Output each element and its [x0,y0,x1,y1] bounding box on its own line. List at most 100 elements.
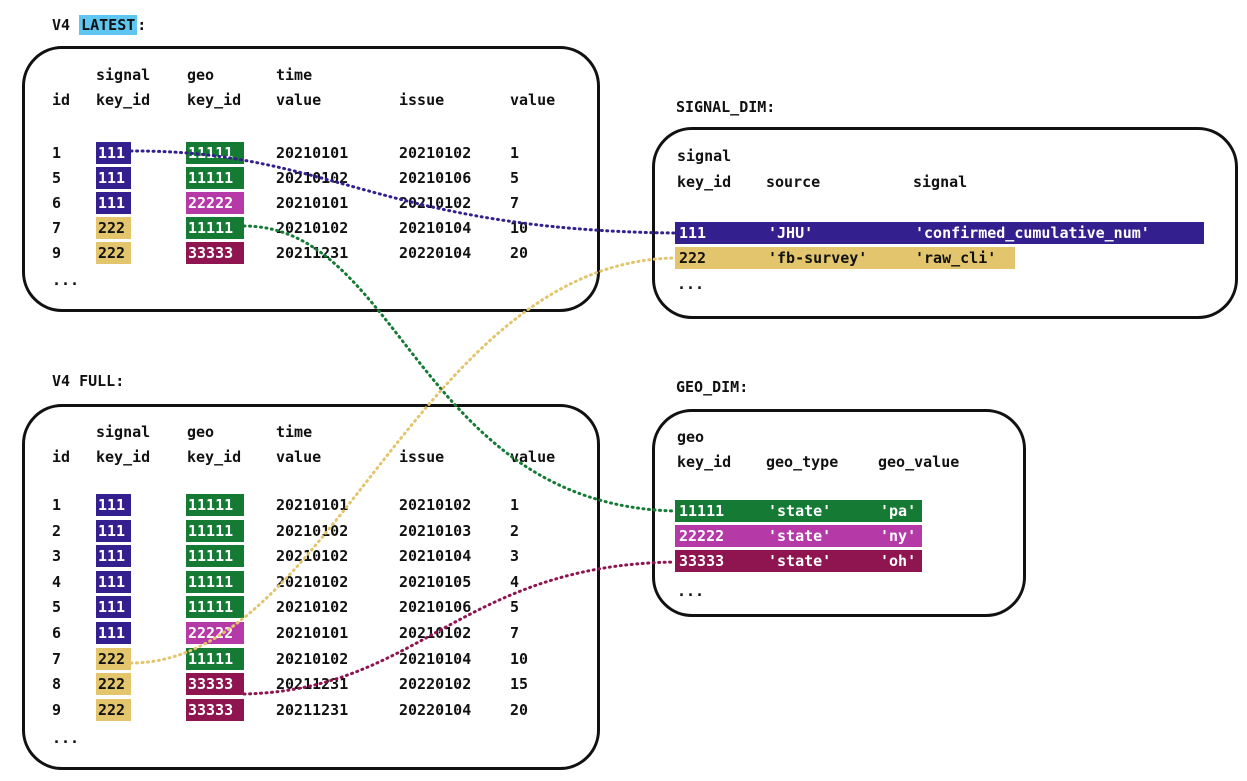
geo-dim-header-key-top: geo [677,428,705,446]
signal-key-cell: 111 [96,167,131,189]
time-value-cell: 20210101 [276,496,349,514]
issue-cell: 20210106 [399,169,472,187]
value-cell: 1 [510,144,520,162]
latest-header-id: id [52,91,71,109]
issue-cell: 20210102 [399,144,472,162]
value-cell: 10 [510,649,529,668]
time-value-cell: 20210102 [276,598,349,617]
signal-key-cell: 111 [96,570,131,593]
signal-dim-ellipsis: ... [677,275,705,293]
geo-dim-key-cell: 33333 [679,552,725,570]
row-id: 2 [52,521,62,540]
time-value-cell: 20210102 [276,521,349,540]
signal-key-cell: 111 [96,622,131,644]
geo-dim-row [675,550,922,572]
full-header-value: value [510,448,556,466]
issue-cell: 20220102 [399,675,472,694]
time-value-cell: 20211231 [276,675,349,694]
geo-key-cell: 11111 [186,167,244,189]
geo-key-cell: 11111 [186,142,244,164]
time-value-cell: 20211231 [276,700,349,719]
latest-header-geo-top: geo [187,66,215,84]
issue-cell: 20210105 [399,572,472,591]
full-header-signal-bottom: key_id [96,448,151,466]
geo-dim-title: GEO_DIM: [676,378,749,396]
latest-header-issue: issue [399,91,445,109]
geo-dim-header-geo-type: geo_type [766,453,839,471]
issue-cell: 20210103 [399,521,472,540]
issue-cell: 20210104 [399,547,472,566]
geo-dim-type-cell: 'state' [768,502,832,520]
value-cell: 20 [510,244,529,262]
signal-key-cell: 111 [96,494,131,516]
value-cell: 10 [510,219,529,237]
signal-dim-key-cell: 111 [679,224,707,242]
geo-dim-row [675,500,922,522]
time-value-cell: 20211231 [276,244,349,262]
row-id: 1 [52,496,62,514]
issue-cell: 20210106 [399,598,472,617]
latest-title-highlight: LATEST [79,15,138,35]
issue-cell: 20210104 [399,219,472,237]
issue-cell: 20220104 [399,700,472,719]
geo-key-cell: 11111 [186,647,244,670]
latest-table-title: V4 LATEST: [52,15,147,35]
row-id: 7 [52,219,62,237]
value-cell: 3 [510,547,520,566]
geo-key-cell: 33333 [186,673,244,696]
geo-dim-ellipsis: ... [677,582,705,600]
row-id: 3 [52,547,62,566]
time-value-cell: 20210102 [276,169,349,187]
signal-dim-title: SIGNAL_DIM: [676,98,776,116]
issue-cell: 20220104 [399,244,472,262]
row-id: 6 [52,194,62,212]
issue-cell: 20210102 [399,496,472,514]
geo-dim-value-cell: 'ny' [880,527,917,545]
geo-key-cell: 11111 [186,596,244,619]
time-value-cell: 20210101 [276,144,349,162]
issue-cell: 20210102 [399,194,472,212]
geo-dim-row [675,525,922,547]
time-value-cell: 20210101 [276,194,349,212]
row-id: 9 [52,700,62,719]
signal-dim-key-cell: 222 [679,249,707,267]
value-cell: 7 [510,624,520,642]
signal-key-cell: 222 [96,242,131,264]
full-ellipsis: ... [52,729,80,747]
signal-key-cell: 222 [96,647,131,670]
signal-dim-header-key-top: signal [677,147,732,165]
full-header-issue: issue [399,448,445,466]
signal-key-cell: 222 [96,698,131,721]
signal-dim-header-source: source [766,173,821,191]
value-cell: 5 [510,598,520,617]
signal-dim-row [675,222,1204,244]
latest-header-signal-top: signal [96,66,151,84]
geo-key-cell: 22222 [186,622,244,644]
signal-key-cell: 111 [96,192,131,214]
value-cell: 2 [510,521,520,540]
latest-header-geo-bottom: key_id [187,91,242,109]
latest-title-colon: : [137,16,147,34]
full-header-id: id [52,448,71,466]
time-value-cell: 20210102 [276,547,349,566]
row-id: 5 [52,169,62,187]
row-id: 8 [52,675,62,694]
full-header-geo-bottom: key_id [187,448,242,466]
signal-key-cell: 222 [96,673,131,696]
signal-key-cell: 222 [96,217,131,239]
signal-key-cell: 111 [96,519,131,542]
latest-header-value: value [510,91,556,109]
full-table-title: V4 FULL: [52,372,125,390]
latest-header-time-bottom: value [276,91,322,109]
full-header-time-bottom: value [276,448,322,466]
issue-cell: 20210102 [399,624,472,642]
time-value-cell: 20210102 [276,219,349,237]
geo-dim-key-cell: 11111 [679,502,725,520]
latest-header-time-top: time [276,66,313,84]
signal-dim-header-key-bottom: key_id [677,173,732,191]
signal-key-cell: 111 [96,596,131,619]
row-id: 6 [52,624,62,642]
geo-key-cell: 33333 [186,242,244,264]
latest-ellipsis: ... [52,271,80,289]
row-id: 1 [52,144,62,162]
